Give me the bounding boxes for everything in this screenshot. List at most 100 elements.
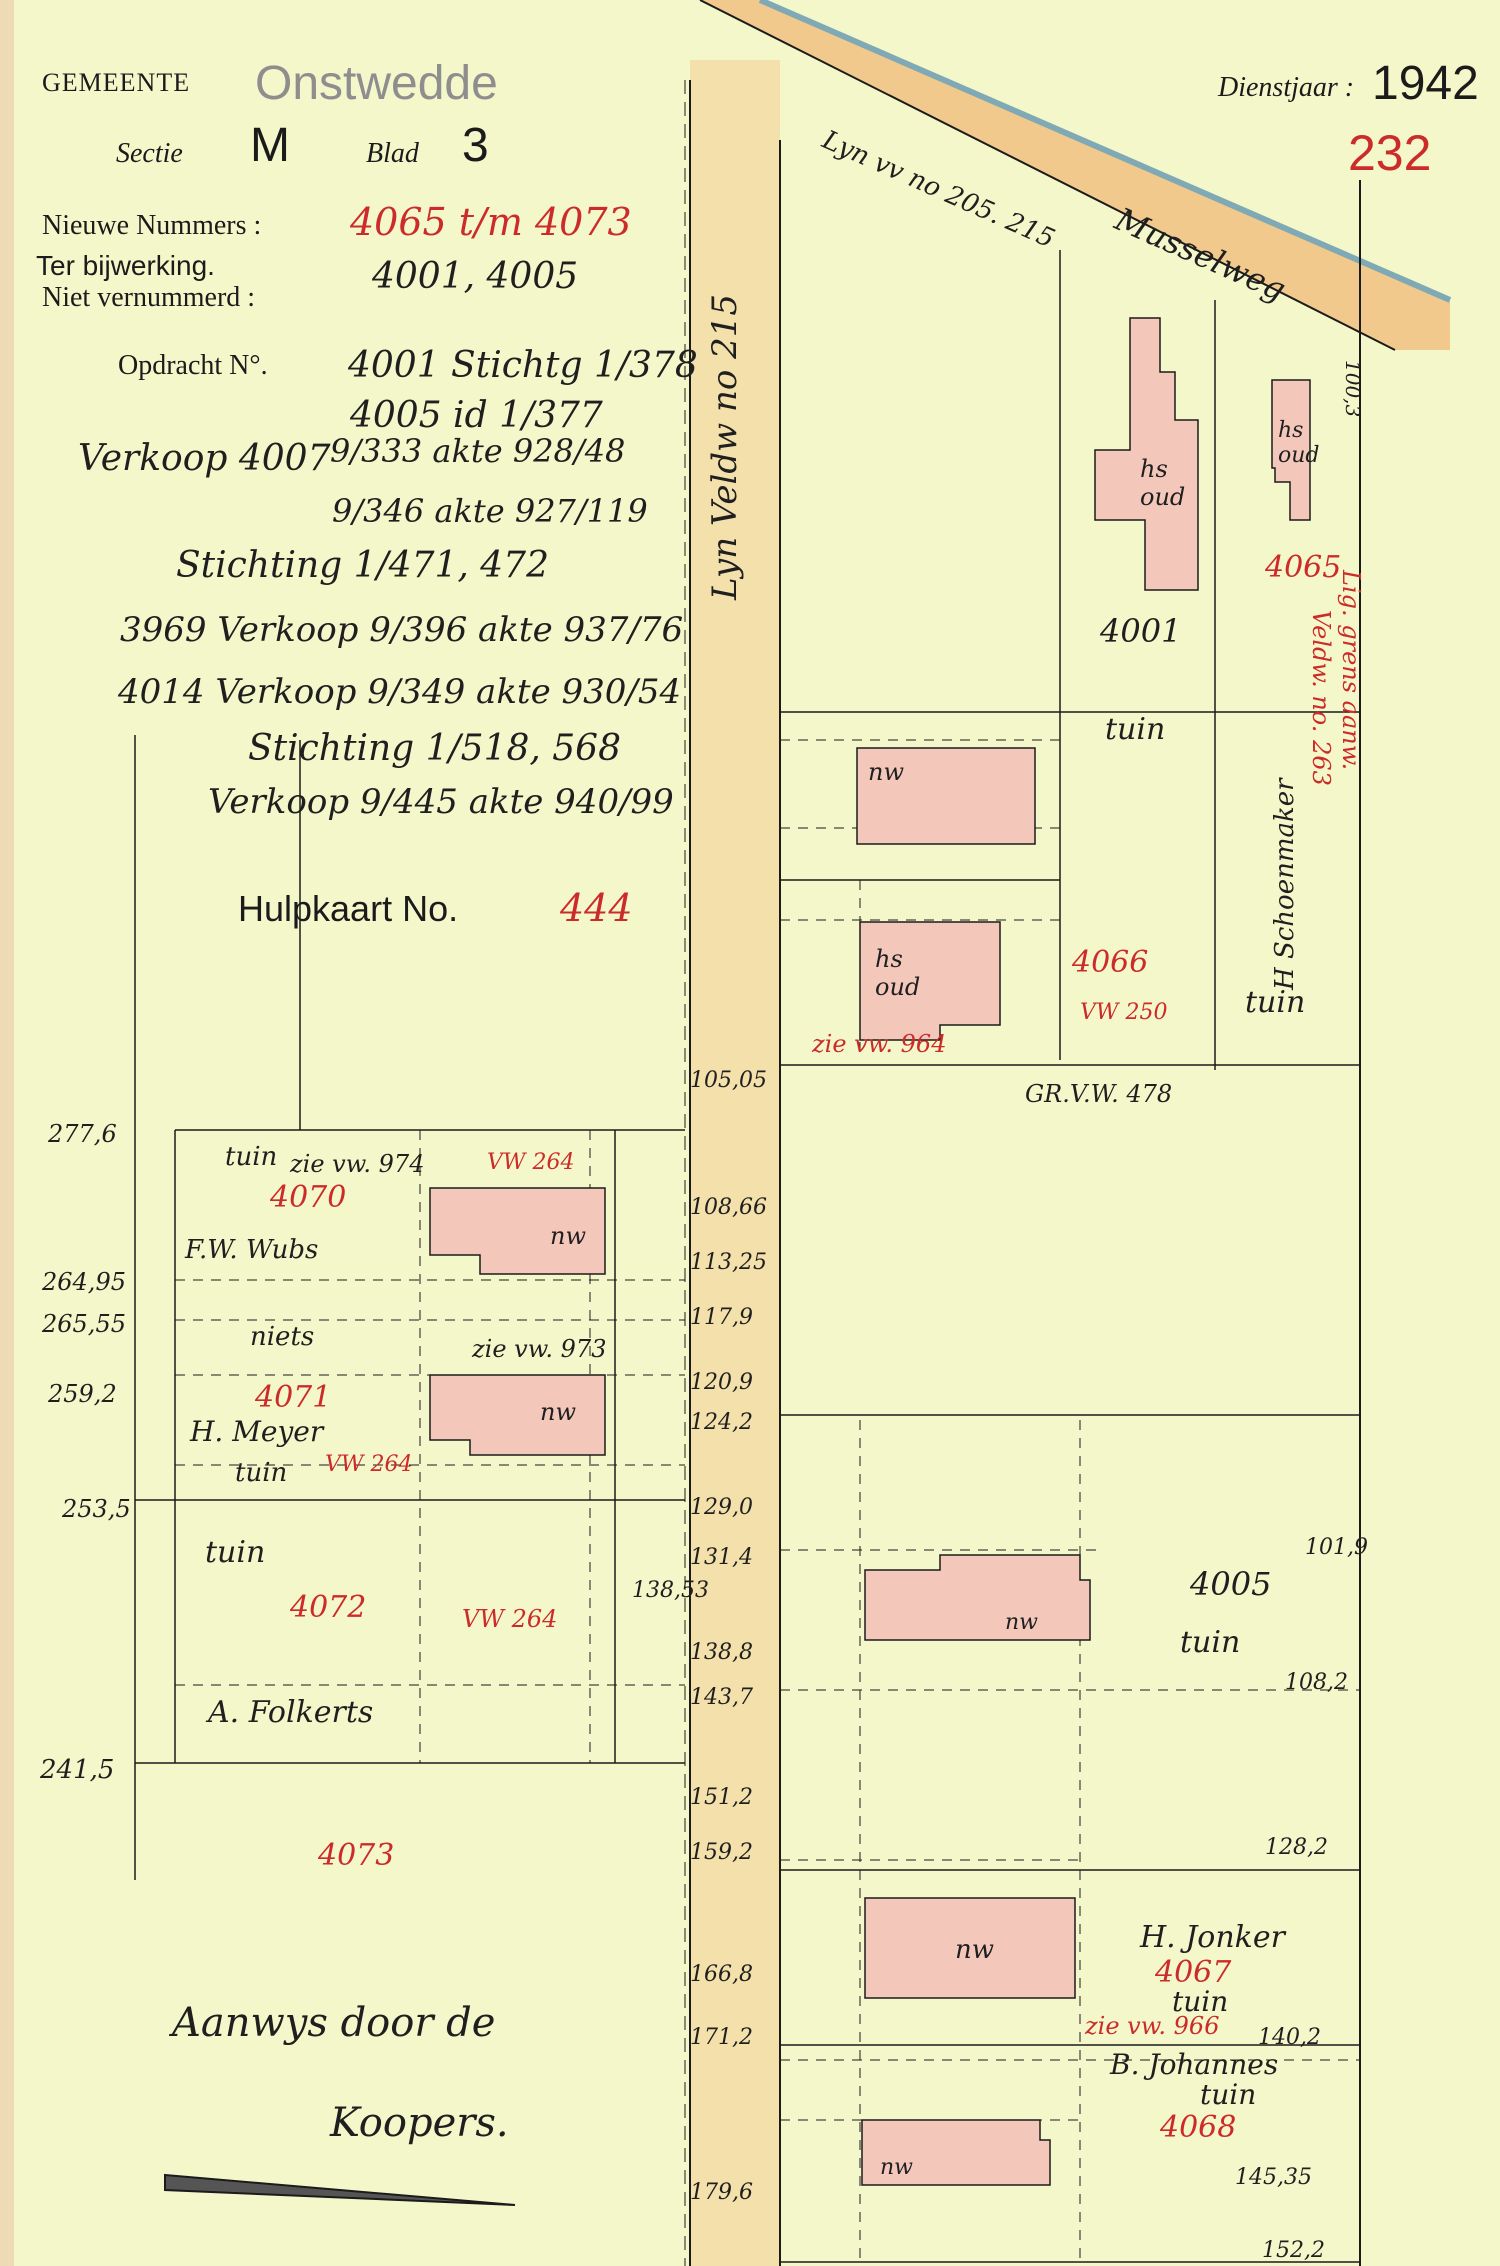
hulpkaart-value: 444 (560, 886, 633, 930)
blad-value: 3 (462, 119, 489, 172)
parcel-4070: 4070 (270, 1180, 347, 1215)
owner-wubs: F.W. Wubs (185, 1235, 319, 1265)
parcel-4065: 4065 (1265, 550, 1342, 585)
label-tuin-4067: tuin (1172, 1985, 1229, 2018)
note-9: Stichting 1/518, 568 (248, 728, 621, 769)
note-10: Verkoop 9/445 akte 940/99 (208, 782, 674, 822)
ref-vw-250: VW 250 (1080, 1000, 1168, 1025)
ref-vw-264-c: VW 264 (462, 1605, 558, 1633)
right-measure-4: 128,2 (1265, 1835, 1328, 1860)
niet-vernummerd-label: Niet vernummerd : (42, 282, 256, 313)
right-measure-3: 108,2 (1285, 1670, 1348, 1695)
ter-bijwerking-label: Ter bijwerking. (36, 250, 215, 281)
left-measure-2: 264,95 (42, 1268, 126, 1296)
road-measure-11: 143,7 (690, 1685, 753, 1710)
opdracht-label: Opdracht N°. (118, 350, 268, 381)
label-tuin-4071: tuin (235, 1458, 288, 1488)
road-measure-13: 159,2 (690, 1840, 753, 1865)
building-4065-hs-oud (1271, 379, 1311, 521)
signature-line-1: Aanwys door de (172, 2000, 496, 2046)
parcel-4067: 4067 (1155, 1955, 1232, 1990)
road-measure-5: 120,9 (690, 1370, 753, 1395)
road-measure-12: 151,2 (690, 1785, 753, 1810)
sectie-label: Sectie (116, 138, 183, 169)
label-tuin-4005: tuin (1180, 1625, 1241, 1660)
owner-schoenmaker: H Schoenmaker (1270, 778, 1300, 990)
sheet-number: 232 (1348, 125, 1432, 181)
note-4: 9/333 akte 928/48 (330, 432, 626, 470)
note-3: Verkoop 4007 (78, 438, 331, 479)
note-1: 4001 Stichtg 1/378 (348, 345, 698, 386)
label-nw-4068: nw (880, 2155, 913, 2180)
left-measure-5: 253,5 (62, 1495, 131, 1523)
ref-lig-grens: Lig. grens aanw. (1337, 570, 1365, 771)
ref-zie-vw-964: zie vw. 964 (812, 1030, 947, 1058)
note-6: Stichting 1/471, 472 (176, 545, 549, 586)
road-measure-8: 131,4 (690, 1545, 753, 1570)
gemeente-value: Onstwedde (255, 57, 498, 110)
label-nw-1: nw (868, 758, 904, 786)
label-tuin-4068: tuin (1200, 2078, 1257, 2111)
note-7: 3969 Verkoop 9/396 akte 937/76 (120, 610, 684, 650)
road-measure-14: 166,8 (690, 1962, 753, 1987)
building-4001-hs-oud (1094, 317, 1199, 591)
road-veldweg (690, 60, 780, 2266)
building-nw-1 (856, 747, 1036, 845)
parcel-4068: 4068 (1160, 2110, 1237, 2145)
dienstjaar-label: Dienstjaar : (1218, 72, 1355, 103)
road-measure-2: 108,66 (690, 1195, 767, 1220)
right-measure-5: 140,2 (1258, 2025, 1321, 2050)
ref-vw-264-a: VW 264 (487, 1150, 575, 1175)
road-measure-1: 105,05 (690, 1068, 767, 1093)
road-measure-7: 129,0 (690, 1495, 753, 1520)
label-hs-oud-4066: hs oud (875, 945, 921, 1001)
left-measure-4: 259,2 (48, 1380, 117, 1408)
building-4066-hs-oud (859, 921, 1001, 1041)
label-niets: niets (250, 1322, 315, 1352)
road-musselweg (700, 0, 1450, 350)
nieuwe-nummers-label: Nieuwe Nummers : (42, 210, 262, 241)
parcel-4001: 4001 (1100, 612, 1182, 650)
owner-meyer: H. Meyer (190, 1415, 324, 1448)
label-tuin-1: tuin (1105, 712, 1166, 747)
road-measure-16: 179,6 (690, 2180, 753, 2205)
ref-veldw-263: Veldw. no. 263 (1307, 610, 1335, 786)
right-measure-2: 101,9 (1305, 1535, 1368, 1560)
label-tuin-2: tuin (1245, 985, 1306, 1020)
ref-zie-vw-966: zie vw. 966 (1085, 2012, 1220, 2040)
hulpkaart-label: Hulpkaart No. (238, 888, 459, 929)
road-measure-15: 171,2 (690, 2025, 753, 2050)
signature-line-2: Koopers. (330, 2100, 509, 2146)
right-measure-7: 152,2 (1262, 2238, 1325, 2263)
label-nw-4071: nw (540, 1398, 576, 1426)
left-measure-6: 241,5 (40, 1755, 115, 1785)
parcel-4072: 4072 (290, 1590, 367, 1625)
north-arrow (164, 2173, 516, 2206)
road-measure-3: 113,25 (690, 1250, 767, 1275)
note-5: 9/346 akte 927/119 (332, 492, 648, 530)
label-hs-oud-4001: hs oud (1140, 455, 1186, 511)
building-4070-nw (429, 1187, 606, 1275)
left-measure-1: 277,6 (48, 1120, 117, 1148)
label-nw-4067: nw (955, 1935, 994, 1965)
building-4068-nw (861, 2119, 1051, 2186)
sectie-value: M (250, 119, 290, 172)
gemeente-label: GEMEENTE (42, 68, 191, 97)
blad-label: Blad (366, 138, 419, 169)
owner-jonker: H. Jonker (1140, 1920, 1285, 1955)
road-measure-9: 138,53 (632, 1578, 709, 1603)
building-4071-nw (429, 1374, 606, 1456)
note-2: 4005 id 1/377 (350, 395, 603, 436)
parcel-4066: 4066 (1072, 945, 1149, 980)
ref-vw-264-b: VW 264 (325, 1452, 413, 1477)
label-tuin-4072: tuin (205, 1535, 266, 1570)
label-nw-4005: nw (1005, 1610, 1038, 1635)
label-hs-oud-4065: hs oud (1278, 418, 1320, 468)
road-measure-10: 138,8 (690, 1640, 753, 1665)
dienstjaar-value: 1942 (1372, 57, 1479, 110)
owner-johannes: B. Johannes (1110, 2048, 1279, 2081)
ref-zie-vw-974: zie vw. 974 (290, 1150, 425, 1178)
road-label-veldweg: Lyn Veldw no 215 (705, 293, 745, 600)
label-tuin-4070: tuin (225, 1142, 278, 1172)
